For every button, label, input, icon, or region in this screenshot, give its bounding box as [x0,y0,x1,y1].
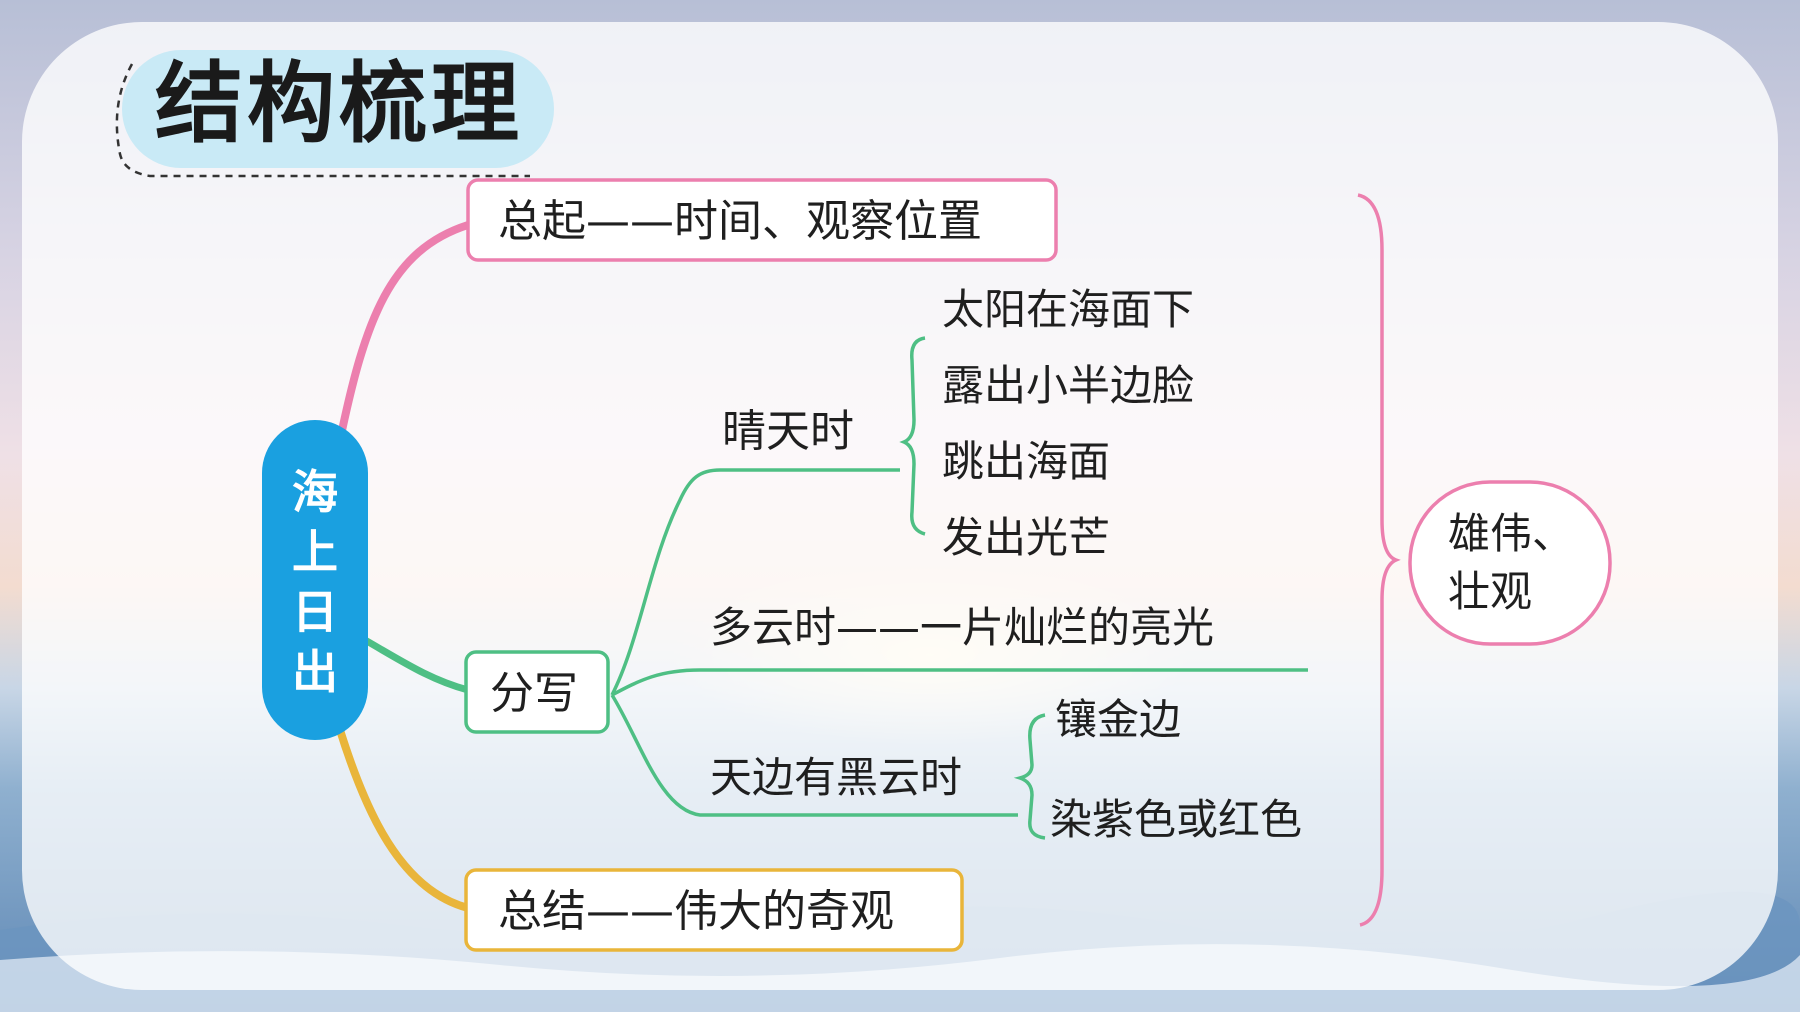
opening-label: 总起——时间、观察位置 [498,196,982,247]
body-label: 分写 [490,668,578,719]
cloudy-label: 多云时——一片灿烂的亮光 [710,603,1214,652]
branch-cloudy [611,668,1308,697]
dark-cloud-label: 天边有黑云时 [710,753,962,802]
title-bubble [122,50,554,168]
branch-body [361,636,472,694]
page-title: 结构梳理 [155,52,524,155]
body-node [464,650,610,734]
conclusion-node [1408,480,1612,646]
brace-sunny [899,336,926,536]
conclusion-line-1: 雄伟、 [1448,509,1574,558]
title-dashed-outline [115,63,530,178]
root-char-2: 上 [292,525,338,579]
branch-dark-cloud [610,694,1018,817]
closing-label: 总结——伟大的奇观 [498,886,894,937]
sunny-item-2: 露出小半边脸 [942,361,1194,410]
branch-closing [336,726,472,912]
sunny-item-1: 太阳在海面下 [942,285,1194,334]
branch-opening [336,221,472,444]
closing-node [464,868,964,952]
title-badge [110,44,550,184]
dark-cloud-item-1: 镶金边 [1055,695,1181,744]
conclusion-line-2: 壮观 [1448,567,1532,616]
root-char-1: 海 [292,465,338,519]
brace-dark-cloud [1013,713,1046,840]
sunny-item-3: 跳出海面 [942,437,1110,486]
root-char-3: 日 [292,585,338,639]
brace-conclusion [1357,193,1401,927]
root-node [262,420,368,740]
branch-sunny [610,468,900,696]
dark-cloud-item-2: 染紫色或红色 [1050,795,1302,844]
sunny-label: 晴天时 [722,406,854,457]
sunny-item-4: 发出光芒 [942,513,1110,562]
opening-node [466,178,1058,262]
root-char-4: 出 [292,645,338,699]
